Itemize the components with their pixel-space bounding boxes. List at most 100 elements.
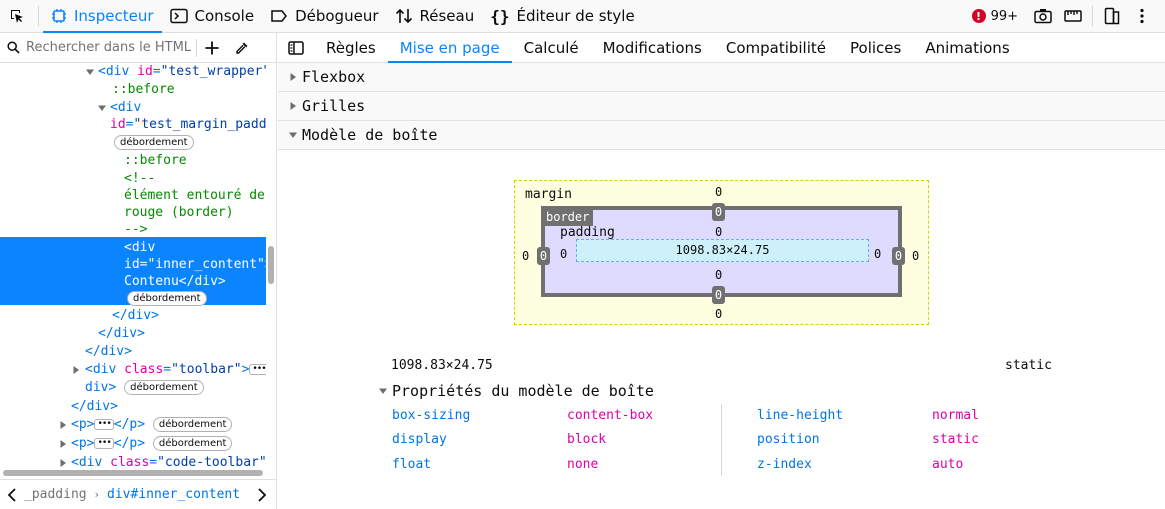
comment-node: élément entouré de xyxy=(0,187,266,204)
tree-node-attrs: id="inner_content"> xyxy=(0,256,266,273)
margin-top-value[interactable]: 0 xyxy=(715,185,723,199)
markup-vertical-scrollbar[interactable] xyxy=(268,246,274,284)
devtools-toolbar: Inspecteur Console Débogueur Réseau {} É… xyxy=(0,0,1165,33)
tree-node[interactable]: <div xyxy=(0,99,266,116)
console-icon xyxy=(169,8,188,24)
border-label: border xyxy=(545,210,594,226)
tree-node[interactable]: ::before xyxy=(0,81,266,98)
comment-text: rouge (border) xyxy=(124,205,234,220)
section-title: Flexbox xyxy=(302,68,366,86)
search-html-input[interactable] xyxy=(26,36,196,59)
tag-name: <div xyxy=(124,240,156,255)
breadcrumb-back-button[interactable] xyxy=(0,487,24,502)
property-value[interactable]: normal xyxy=(932,408,979,423)
add-node-button[interactable] xyxy=(197,33,227,63)
tab-network[interactable]: Réseau xyxy=(387,0,483,33)
tab-style-editor[interactable]: {} Éditeur de style xyxy=(482,0,642,33)
tab-computed[interactable]: Calculé xyxy=(523,38,579,57)
eyedropper-button[interactable] xyxy=(227,33,257,63)
comment-text: <!-- xyxy=(124,171,156,186)
collapsed-twisty-icon xyxy=(60,421,66,429)
rulers-button[interactable] xyxy=(1058,0,1088,33)
box-model-properties-header[interactable]: Propriétés du modèle de boîte xyxy=(378,382,654,400)
collapsed-twisty-icon xyxy=(60,440,66,448)
property-value[interactable]: static xyxy=(932,432,979,447)
tab-changes[interactable]: Modifications xyxy=(602,38,702,57)
closing-tag: </div> xyxy=(71,399,118,414)
selected-node[interactable]: <div id="inner_content"> Contenu</div> d… xyxy=(0,237,266,306)
tree-node[interactable]: <p>•••</p> débordement xyxy=(0,435,266,452)
collapsed-children-icon[interactable]: ••• xyxy=(94,438,114,449)
tree-node-close[interactable]: </div> xyxy=(0,398,266,415)
comment-text: élément entouré de xyxy=(124,188,265,203)
closing-tag: </div> xyxy=(98,326,145,341)
element-picker-button[interactable] xyxy=(0,0,34,33)
breadcrumb-item-current[interactable]: div#inner_content xyxy=(107,487,241,502)
attr-value: "inner_content"> xyxy=(147,257,266,272)
padding-right-value[interactable]: 0 xyxy=(874,247,882,261)
tab-animations[interactable]: Animations xyxy=(925,38,1010,57)
tab-debugger[interactable]: Débogueur xyxy=(262,0,386,33)
tree-node-badge: débordement xyxy=(0,134,266,151)
box-model-border: border padding 0 0 0 0 1098.83×24.75 xyxy=(541,206,902,297)
overflow-badge[interactable]: débordement xyxy=(114,135,194,150)
border-left-value[interactable]: 0 xyxy=(537,247,550,265)
border-top-value[interactable]: 0 xyxy=(712,203,725,221)
breadcrumb-forward-button[interactable] xyxy=(247,487,276,502)
error-count-badge[interactable]: ! 99+ xyxy=(971,9,1018,24)
breadcrumb-item[interactable]: _padding xyxy=(24,487,87,502)
property-value[interactable]: block xyxy=(567,432,607,447)
property-value[interactable]: none xyxy=(567,457,599,472)
overflow-badge[interactable]: débordement xyxy=(127,291,207,306)
comment-text: --> xyxy=(124,222,148,237)
attr-equals: = xyxy=(139,257,148,272)
tree-node-close[interactable]: </div> xyxy=(0,307,266,324)
padding-left-value[interactable]: 0 xyxy=(560,247,568,261)
more-options-button[interactable] xyxy=(1127,0,1157,33)
tree-node[interactable]: ::before xyxy=(0,152,266,169)
tab-console[interactable]: Console xyxy=(162,0,263,33)
tab-compatibility[interactable]: Compatibilité xyxy=(725,38,827,57)
breadcrumb-separator-icon: › xyxy=(94,488,100,501)
tree-node[interactable]: <p>•••</p> débordement xyxy=(0,416,266,433)
grids-section-header[interactable]: Grilles xyxy=(278,92,1165,121)
comment-node[interactable]: <!-- xyxy=(0,170,266,187)
dock-side-button[interactable] xyxy=(1097,0,1127,33)
property-value[interactable]: content-box xyxy=(567,408,654,423)
attr-equals: = xyxy=(152,64,161,79)
ruler-icon xyxy=(1064,10,1082,22)
tab-label: Inspecteur xyxy=(74,7,154,25)
tree-node-close[interactable]: </div> xyxy=(0,325,266,342)
markup-horizontal-scrollbar[interactable] xyxy=(3,470,263,476)
tree-node[interactable]: <div id="test_wrapper" xyxy=(0,63,266,80)
property-value[interactable]: auto xyxy=(932,457,964,472)
margin-left-value[interactable]: 0 xyxy=(522,249,530,263)
margin-right-value[interactable]: 0 xyxy=(912,249,920,263)
collapsed-children-icon[interactable]: ••• xyxy=(249,364,266,375)
collapsed-twisty-icon xyxy=(288,72,302,82)
overflow-badge[interactable]: débordement xyxy=(152,417,233,432)
overflow-badge[interactable]: débordement xyxy=(124,380,204,395)
tab-layout[interactable]: Mise en page xyxy=(387,33,512,63)
margin-bottom-value[interactable]: 0 xyxy=(715,307,723,321)
tree-node[interactable]: <div class="toolbar">••• xyxy=(0,361,266,378)
tree-node-close[interactable]: </div> xyxy=(0,343,266,360)
border-right-value[interactable]: 0 xyxy=(892,247,905,265)
tree-node-attrs: id="test_margin_padd xyxy=(0,116,266,133)
padding-bottom-value[interactable]: 0 xyxy=(715,268,723,282)
overflow-badge[interactable]: débordement xyxy=(152,436,233,451)
section-title: Grilles xyxy=(302,97,366,115)
flexbox-section-header[interactable]: Flexbox xyxy=(278,63,1165,92)
boxmodel-section-header[interactable]: Modèle de boîte xyxy=(278,121,1165,150)
collapsed-children-icon[interactable]: ••• xyxy=(94,419,114,430)
padding-top-value[interactable]: 0 xyxy=(715,225,723,239)
border-bottom-value[interactable]: 0 xyxy=(712,286,725,304)
tab-inspector[interactable]: Inspecteur xyxy=(43,0,162,33)
tree-node[interactable]: <div class="code-toolbar" xyxy=(0,454,266,471)
markup-search-bar xyxy=(0,33,276,63)
tab-fonts[interactable]: Polices xyxy=(850,38,902,57)
attr-name: id xyxy=(124,257,140,272)
toggle-sidebar-button[interactable] xyxy=(278,33,314,63)
screenshot-button[interactable] xyxy=(1028,0,1058,33)
tab-rules[interactable]: Règles xyxy=(326,38,376,57)
